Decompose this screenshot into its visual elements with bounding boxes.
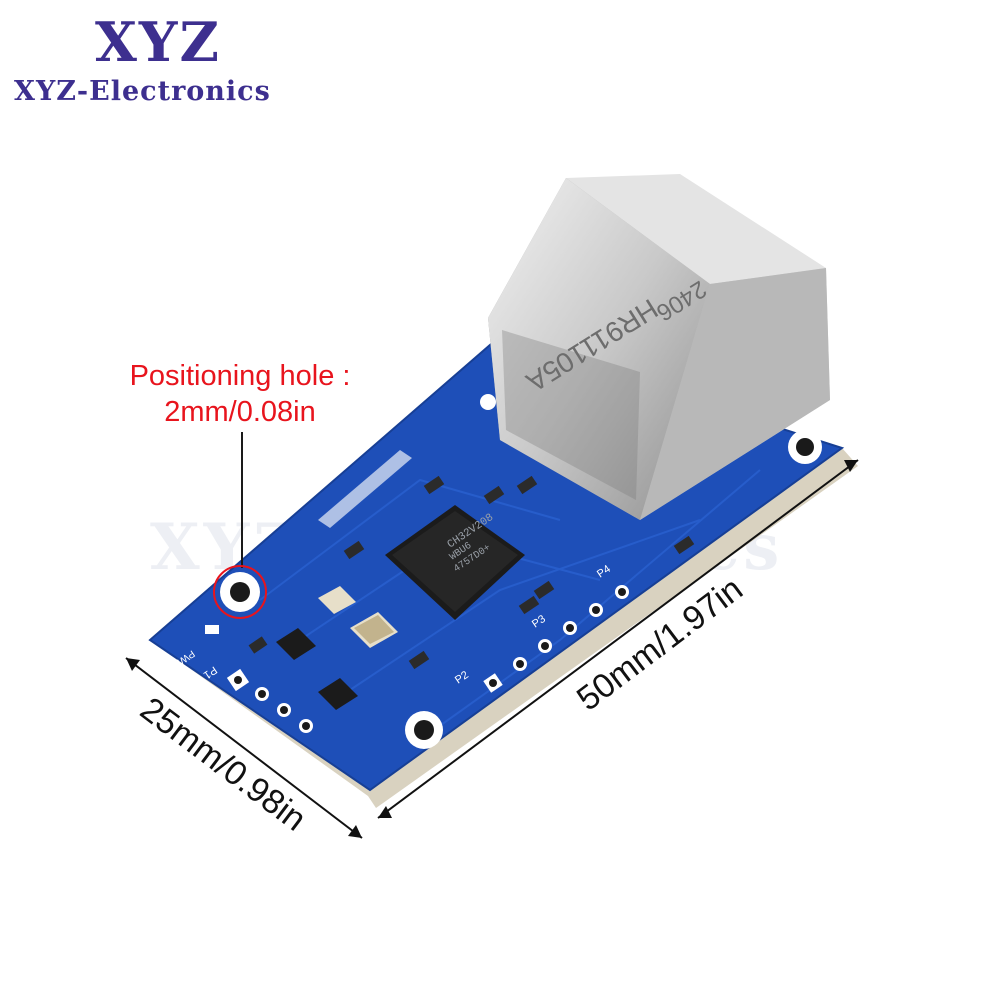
dimension-length-arrow xyxy=(377,459,859,819)
positioning-hole-callout: Positioning hole : 2mm/0.08in xyxy=(80,358,400,430)
dimension-width-arrow xyxy=(125,657,363,839)
mounting-hole-right xyxy=(788,430,822,464)
brand-name: XYZ-Electronics xyxy=(14,76,271,107)
crystal-oscillator xyxy=(350,612,398,648)
callout-circle xyxy=(213,565,267,619)
brand-logo: XYZ xyxy=(95,10,221,74)
regulator-ic xyxy=(276,628,316,660)
main-chip: CH32V208 WBU6 4757D0+ xyxy=(385,505,525,620)
small-ic xyxy=(318,678,358,710)
rj45-connector: HR911105A 2406 xyxy=(488,174,830,520)
crystal-small xyxy=(318,586,356,614)
silk-strip xyxy=(318,450,412,528)
callout-line-1: Positioning hole : xyxy=(129,360,351,392)
mounting-hole-top xyxy=(480,394,496,410)
mounting-hole-left xyxy=(220,572,260,612)
mounting-hole-bottom xyxy=(405,711,443,749)
callout-line-2: 2mm/0.08in xyxy=(164,396,316,428)
